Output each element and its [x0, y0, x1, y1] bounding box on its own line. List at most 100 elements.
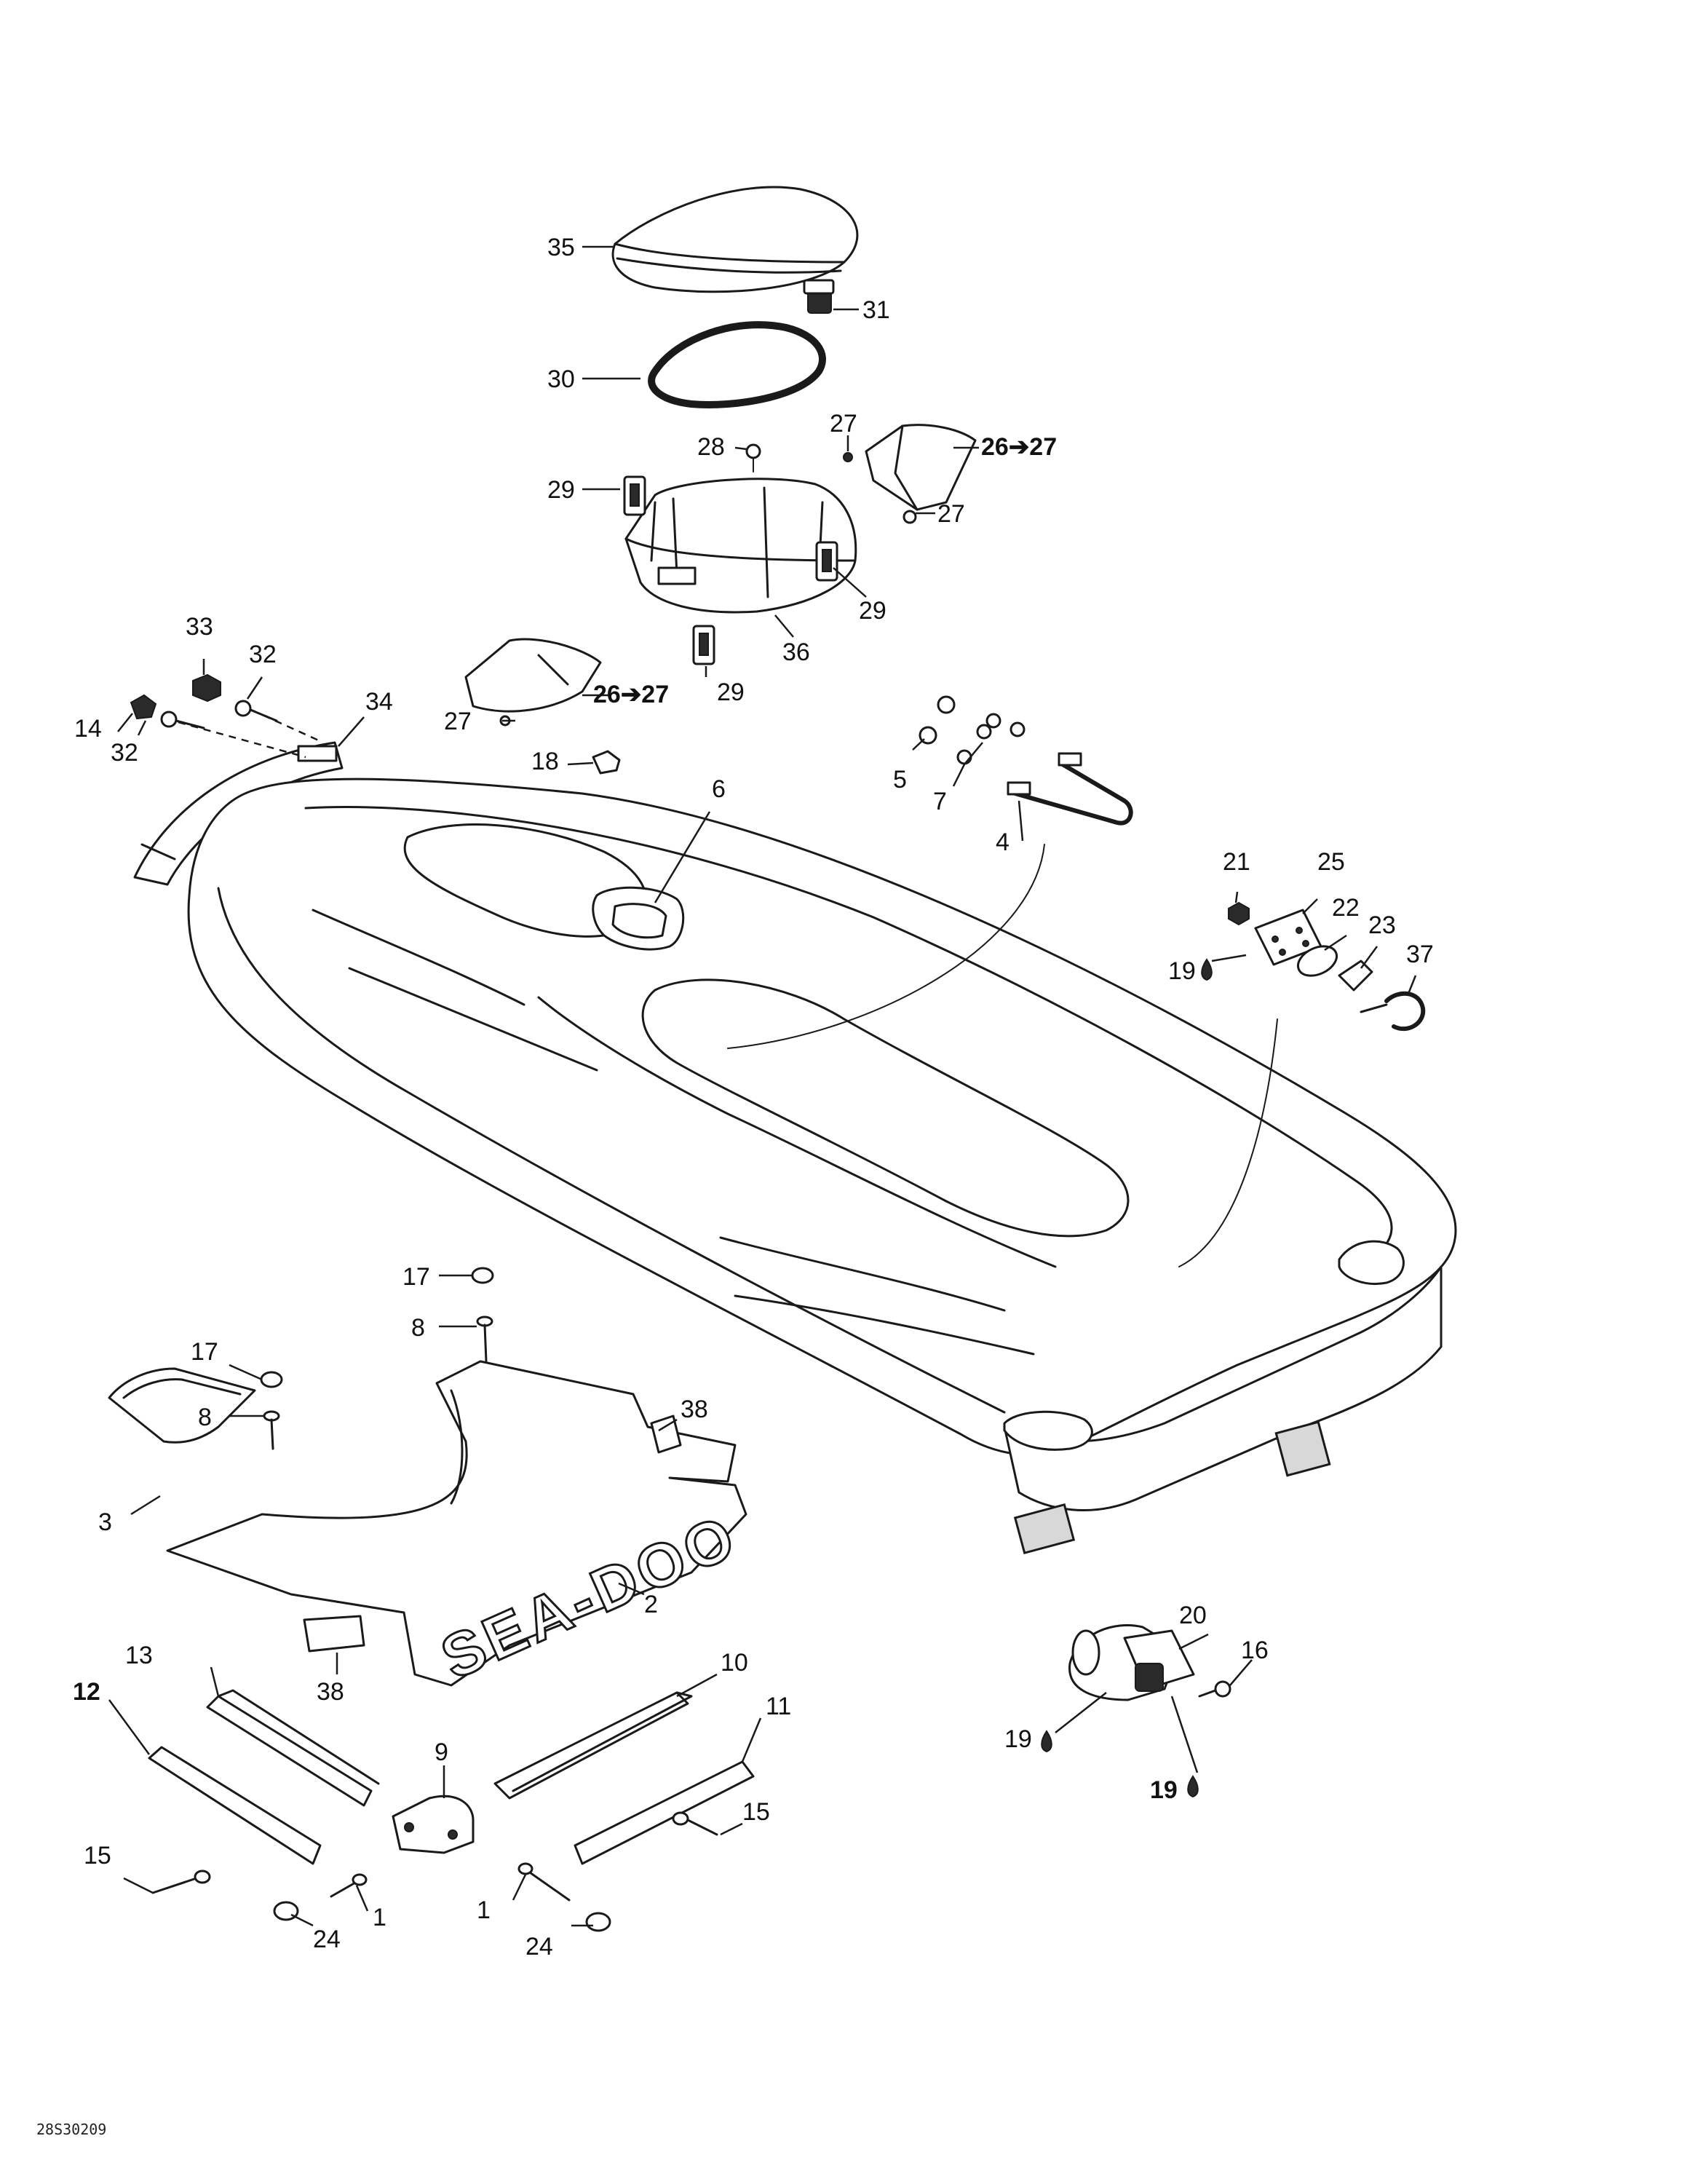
- drop-19-upper: [1201, 958, 1213, 981]
- callout-33: 33: [186, 613, 213, 641]
- mat-3: [108, 1367, 256, 1444]
- callout-38-b: 38: [317, 1678, 344, 1706]
- callout-6: 6: [712, 775, 726, 803]
- rail-12: [148, 1746, 322, 1865]
- tow-eye-37: [1360, 991, 1426, 1032]
- callout-36: 36: [782, 638, 810, 666]
- callout-7: 7: [933, 788, 947, 815]
- callout-23: 23: [1368, 911, 1396, 939]
- rivet-15-right: [672, 1811, 718, 1836]
- rail-13: [206, 1689, 380, 1807]
- callout-20: 20: [1179, 1602, 1207, 1629]
- callout-26-27-a: 26➔27: [981, 433, 1057, 461]
- callout-27-b: 27: [937, 500, 965, 528]
- push-pin-8-lower: [263, 1410, 280, 1450]
- screw-32-a: [160, 711, 205, 729]
- rivet-15-left: [151, 1870, 211, 1894]
- drop-19-right: [1187, 1775, 1199, 1798]
- screw-27-b: [903, 510, 917, 524]
- diagram-reference: 28S30209: [36, 2121, 106, 2138]
- fitting-20: [1068, 1623, 1195, 1701]
- callout-27-a: 27: [830, 410, 857, 438]
- gasket-30: [648, 321, 826, 408]
- bracket-26-top: [865, 424, 977, 511]
- handle-4: [1007, 752, 1133, 826]
- rivet-1-right: [517, 1862, 571, 1902]
- washer-7: [956, 713, 1026, 765]
- callout-2: 2: [644, 1591, 658, 1618]
- callout-8-b: 8: [198, 1404, 212, 1431]
- callout-28: 28: [697, 433, 725, 461]
- screw-16: [1198, 1680, 1231, 1698]
- callout-27-c: 27: [444, 708, 472, 735]
- screw-27-a: [843, 452, 853, 462]
- callout-1-b: 1: [477, 1896, 491, 1924]
- clip-29-right: [815, 541, 838, 582]
- nut-5: [919, 695, 956, 745]
- bracket-26-lower: [464, 638, 602, 713]
- callout-19-c: 19: [1150, 1776, 1178, 1804]
- callout-1-a: 1: [373, 1904, 386, 1931]
- callout-29-b: 29: [859, 597, 886, 625]
- latch-31: [803, 279, 835, 314]
- block-9: [392, 1795, 475, 1854]
- callout-14: 14: [74, 715, 102, 743]
- callout-12: 12: [73, 1678, 100, 1706]
- callout-16: 16: [1241, 1637, 1269, 1664]
- callout-labels: 35 31 30 28 27 26➔27 27 29 29 36 29 27 2…: [73, 234, 1434, 1961]
- cap-17-lower: [260, 1371, 283, 1388]
- drop-19-left: [1041, 1730, 1052, 1753]
- storage-bin-36: [624, 478, 857, 614]
- callout-31: 31: [862, 296, 890, 324]
- callout-37: 37: [1406, 941, 1434, 968]
- callout-34: 34: [365, 688, 393, 716]
- callout-24-a: 24: [313, 1926, 341, 1953]
- nut-33: [192, 673, 221, 703]
- callout-38-a: 38: [681, 1396, 708, 1423]
- callout-22: 22: [1332, 894, 1360, 922]
- callout-32-a: 32: [249, 641, 277, 668]
- storage-cover-35: [611, 186, 859, 293]
- cap-17-upper: [471, 1267, 494, 1284]
- clip-29-left: [623, 475, 646, 516]
- callout-29-a: 29: [547, 476, 575, 504]
- decal-38-lower: [303, 1615, 365, 1653]
- callout-10: 10: [721, 1649, 748, 1677]
- mat-2: [166, 1360, 747, 1687]
- callout-17-a: 17: [402, 1263, 430, 1291]
- callout-29-c: 29: [717, 678, 745, 706]
- nut-21: [1228, 901, 1250, 926]
- callout-15-b: 15: [742, 1798, 770, 1826]
- plug-24-right: [585, 1912, 611, 1932]
- callout-15-a: 15: [84, 1842, 111, 1870]
- push-pin-8-upper: [476, 1315, 493, 1363]
- callout-9: 9: [435, 1738, 448, 1766]
- screw-14: [130, 694, 157, 720]
- callout-19-b: 19: [1004, 1725, 1032, 1753]
- decal-38-upper: [650, 1415, 682, 1454]
- callout-30: 30: [547, 365, 575, 393]
- bracket-23: [1338, 960, 1373, 992]
- screw-32-b: [234, 700, 278, 722]
- callout-4: 4: [996, 828, 1009, 856]
- callout-32-b: 32: [111, 739, 138, 767]
- gasket-22: [1297, 945, 1338, 977]
- callout-17-b: 17: [191, 1338, 218, 1366]
- callout-19-a: 19: [1168, 957, 1196, 985]
- callout-24-b: 24: [525, 1933, 553, 1961]
- callout-11: 11: [766, 1693, 791, 1720]
- callout-26-27-b: 26➔27: [593, 681, 669, 708]
- rivet-1-left: [330, 1873, 368, 1898]
- callout-18: 18: [531, 748, 559, 775]
- callout-13: 13: [125, 1642, 153, 1669]
- rail-10: [493, 1691, 693, 1800]
- callout-25: 25: [1317, 848, 1345, 876]
- plug-28: [745, 443, 761, 472]
- callout-3: 3: [98, 1508, 112, 1536]
- callout-8-a: 8: [411, 1314, 425, 1342]
- leader-lines: [108, 245, 1417, 1927]
- hull-6: [187, 778, 1457, 1555]
- callout-5: 5: [893, 766, 907, 794]
- cap-18: [592, 750, 621, 775]
